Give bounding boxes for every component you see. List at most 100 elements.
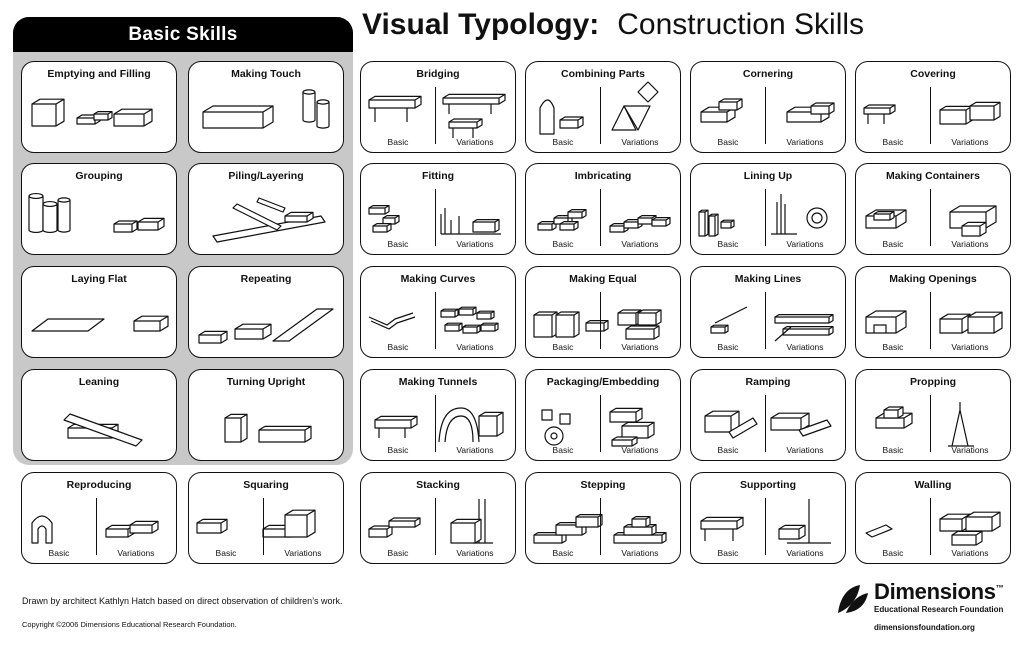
basic-label: Basic xyxy=(717,137,739,147)
basic-label: Basic xyxy=(552,445,574,455)
basic-label: Basic xyxy=(717,342,739,352)
skill-card-emptying-filling[interactable]: Emptying and Filling xyxy=(21,61,177,153)
variations-label: Variations xyxy=(456,342,494,352)
making-tunnels-illustration-icon xyxy=(374,407,504,443)
variations-label: Variations xyxy=(951,548,989,558)
variations-label: Variations xyxy=(621,137,659,147)
skill-card-laying-flat[interactable]: Laying Flat xyxy=(21,266,177,358)
skill-card-repeating[interactable]: Repeating xyxy=(188,266,344,358)
emptying-filling-illustration-icon xyxy=(31,98,153,127)
skill-card-title: Grouping xyxy=(75,170,123,182)
card-divider xyxy=(434,87,436,144)
basic-label: Basic xyxy=(717,239,739,249)
skill-card-title: Packaging/Embedding xyxy=(546,376,660,388)
reproducing-illustration-icon xyxy=(31,515,159,544)
logo-url[interactable]: dimensionsfoundation.org xyxy=(874,623,975,632)
variations-label: Variations xyxy=(951,445,989,455)
variations-label: Variations xyxy=(786,445,824,455)
making-containers-illustration-icon xyxy=(865,205,997,237)
card-divider xyxy=(764,189,766,246)
dimensions-logo[interactable]: Dimensions™ Educational Research Foundat… xyxy=(836,579,1016,636)
skill-card-title: Squaring xyxy=(243,479,289,491)
card-divider xyxy=(434,498,436,555)
basic-label: Basic xyxy=(882,548,904,558)
variations-label: Variations xyxy=(951,342,989,352)
combining-parts-illustration-icon xyxy=(539,81,659,135)
basic-label: Basic xyxy=(552,239,574,249)
card-divider xyxy=(764,292,766,349)
skill-card-title: Fitting xyxy=(421,170,455,182)
basic-label: Basic xyxy=(387,548,409,558)
leaf-logo-icon xyxy=(838,585,868,613)
skill-card-leaning[interactable]: Leaning xyxy=(21,369,177,461)
basic-label: Basic xyxy=(717,445,739,455)
basic-label: Basic xyxy=(882,137,904,147)
variations-label: Variations xyxy=(284,548,322,558)
logo-subtitle: Educational Research Foundation xyxy=(874,605,1004,614)
skill-card-title: Making Openings xyxy=(889,273,977,285)
basic-label: Basic xyxy=(387,239,409,249)
grouping-illustration-icon xyxy=(28,192,165,234)
basic-label: Basic xyxy=(387,445,409,455)
propping-illustration-icon xyxy=(875,402,974,447)
card-divider xyxy=(599,189,601,246)
variations-label: Variations xyxy=(786,342,824,352)
fitting-illustration-icon xyxy=(368,205,501,235)
variations-label: Variations xyxy=(456,239,494,249)
card-divider xyxy=(434,189,436,246)
skill-card-turning-upright[interactable]: Turning Upright xyxy=(188,369,344,461)
variations-label: Variations xyxy=(621,548,659,558)
supporting-illustration-icon xyxy=(700,499,831,544)
basic-label: Basic xyxy=(215,548,237,558)
card-divider xyxy=(764,87,766,144)
skill-card-making-touch[interactable]: Making Touch xyxy=(188,61,344,153)
lining-up-illustration-icon xyxy=(698,194,828,237)
skill-card-grouping[interactable]: Grouping xyxy=(21,163,177,255)
making-touch-illustration-icon xyxy=(202,89,330,129)
basic-skills-header: Basic Skills xyxy=(13,17,353,52)
skill-card-title: Making Equal xyxy=(569,273,637,285)
skill-card-title: Making Containers xyxy=(886,170,980,182)
skill-card-title: Leaning xyxy=(78,376,120,388)
making-curves-illustration-icon xyxy=(368,306,499,334)
variations-label: Variations xyxy=(951,137,989,147)
page-title-rest: Construction Skills xyxy=(617,8,865,41)
variations-label: Variations xyxy=(456,445,494,455)
basic-label: Basic xyxy=(48,548,70,558)
basic-label: Basic xyxy=(882,342,904,352)
basic-label: Basic xyxy=(717,548,739,558)
card-divider xyxy=(599,498,601,555)
leaning-illustration-icon xyxy=(63,413,143,447)
basic-label: Basic xyxy=(552,342,574,352)
variations-label: Variations xyxy=(621,239,659,249)
piling-layering-illustration-icon xyxy=(212,197,326,243)
variations-label: Variations xyxy=(786,239,824,249)
skill-card-piling-layering[interactable]: Piling/Layering xyxy=(188,163,344,255)
skill-card-title: Making Lines xyxy=(734,273,802,285)
card-divider xyxy=(434,395,436,452)
walling-illustration-icon xyxy=(865,511,1001,546)
skill-card-title: Ramping xyxy=(745,376,791,388)
